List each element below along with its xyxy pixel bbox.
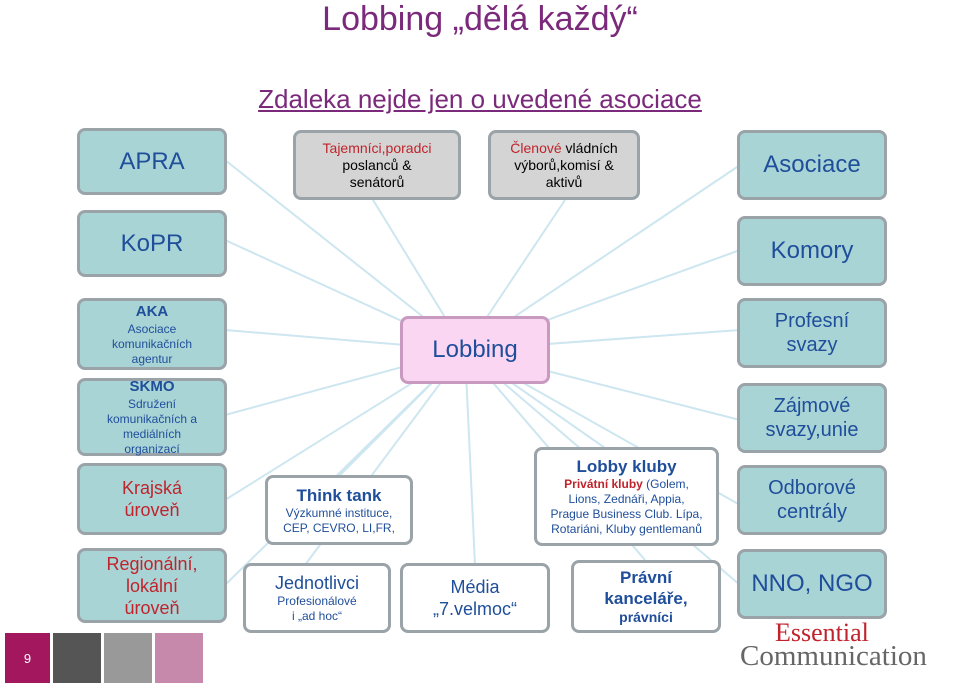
lobby-kluby-line3: Prague Business Club. Lípa, (550, 507, 703, 521)
regional-line2: lokální (125, 575, 179, 596)
media-box: Média „7.velmoc“ (400, 563, 550, 633)
logo-communication: Communication (740, 640, 927, 672)
clenove-line1-highlight: Členové (510, 139, 562, 156)
media-line2: „7.velmoc“ (432, 599, 517, 619)
skmo-title: SKMO (129, 378, 175, 395)
jednotlivci-line1: Profesionálové (277, 594, 357, 608)
lobby-kluby-box: Lobby kluby Privátní kluby (Golem, Lions… (534, 447, 719, 546)
lobbing-center-label: Lobbing (432, 336, 518, 363)
krajska-line2: úroveň (124, 500, 180, 520)
clenove-line2: výborů,komisí & (514, 156, 614, 173)
media-line1: Média (450, 577, 500, 597)
footer-square-1: 9 (5, 633, 50, 683)
aka-title: AKA (135, 302, 169, 320)
pravni-line2: kanceláře, (604, 589, 688, 608)
krajska-box: Krajská úroveň (77, 463, 227, 535)
page-title: Lobbing „dělá každý“ (322, 0, 638, 38)
zajmove-box: Zájmové svazy,unie (737, 383, 887, 453)
skmo-line2: komunikačních a (106, 412, 198, 426)
profesni-line1: Profesní (774, 310, 850, 332)
profesni-box: Profesní svazy (737, 298, 887, 368)
aka-line3: agentur (131, 351, 173, 366)
think-tank-line2: CEP, CEVRO, LI,FR, (283, 520, 395, 535)
apra-label: APRA (119, 147, 185, 175)
logo-essential: Essential (775, 618, 869, 647)
regional-line1: Regionální, (106, 553, 198, 574)
aka-box: AKA Asociace komunikačních agentur (77, 298, 227, 370)
page-subtitle: Zdaleka nejde jen o uvedené asociace (258, 84, 702, 114)
krajska-line1: Krajská (121, 478, 183, 498)
regional-line3: úroveň (124, 597, 180, 618)
tajemnici-line2: poslanců & (342, 156, 412, 173)
kopr-label: KoPR (120, 229, 184, 257)
odborove-box: Odborové centrály (737, 465, 887, 535)
aka-line1: Asociace (127, 321, 177, 336)
tajemnici-line3: senátorů (349, 173, 405, 190)
clenove-box: Členové vládních výborů,komisí & aktivů (488, 130, 640, 200)
pravni-line3: právníci (619, 609, 673, 625)
clenove-line1: Členové vládních (510, 140, 617, 157)
nno-label: NNO, NGO (751, 570, 873, 597)
aka-line2: komunikačních (111, 336, 193, 351)
lobbing-center-box: Lobbing (400, 316, 550, 384)
zajmove-line2: svazy,unie (765, 419, 859, 441)
jednotlivci-line2: i „ad hoc“ (291, 609, 343, 623)
apra-box: APRA (77, 128, 227, 195)
asociace-box: Asociace (737, 130, 887, 200)
tajemnici-line1: Tajemníci,poradci (322, 139, 432, 156)
lobby-kluby-line4: Rotariáni, Kluby gentlemanů (551, 522, 702, 536)
think-tank-box: Think tank Výzkumné instituce, CEP, CEVR… (265, 475, 413, 545)
odborove-line2: centrály (776, 501, 848, 523)
asociace-label: Asociace (763, 151, 861, 178)
jednotlivci-title: Jednotlivci (274, 573, 360, 593)
zajmove-line1: Zájmové (773, 395, 851, 417)
komory-box: Komory (737, 216, 887, 286)
footer-square-4 (155, 633, 203, 683)
skmo-box: SKMO Sdružení komunikačních a mediálních… (77, 378, 227, 456)
tajemnici-box: Tajemníci,poradci poslanců & senátorů (293, 130, 461, 200)
regional-box: Regionální, lokální úroveň (77, 548, 227, 623)
pravni-box: Právní kanceláře, právníci (571, 560, 721, 633)
footer-square-2 (53, 633, 101, 683)
lobby-kluby-line1-highlight: Privátní kluby (564, 477, 643, 491)
think-tank-title: Think tank (296, 485, 382, 505)
slide-number: 9 (23, 650, 32, 666)
lobby-kluby-line1-rest: (Golem, (642, 477, 689, 491)
lobby-kluby-line1: Privátní kluby (Golem, (564, 477, 689, 492)
think-tank-line1: Výzkumné instituce, (285, 505, 393, 520)
kopr-box: KoPR (77, 210, 227, 277)
jednotlivci-box: Jednotlivci Profesionálové i „ad hoc“ (243, 563, 391, 633)
nno-box: NNO, NGO (737, 549, 887, 619)
pravni-line1: Právní (620, 568, 672, 587)
skmo-line4: organizací (124, 442, 180, 456)
lobby-kluby-title: Lobby kluby (576, 457, 677, 476)
odborove-line1: Odborové (768, 477, 856, 499)
profesni-line2: svazy (786, 334, 838, 356)
komory-label: Komory (770, 237, 854, 264)
lobby-kluby-line2: Lions, Zednáři, Appia, (568, 492, 685, 506)
clenove-line1-rest: vládních (561, 139, 618, 156)
footer-square-3 (104, 633, 152, 683)
clenove-line3: aktivů (545, 173, 583, 190)
skmo-line1: Sdružení (127, 397, 177, 411)
skmo-line3: mediálních (122, 427, 182, 441)
